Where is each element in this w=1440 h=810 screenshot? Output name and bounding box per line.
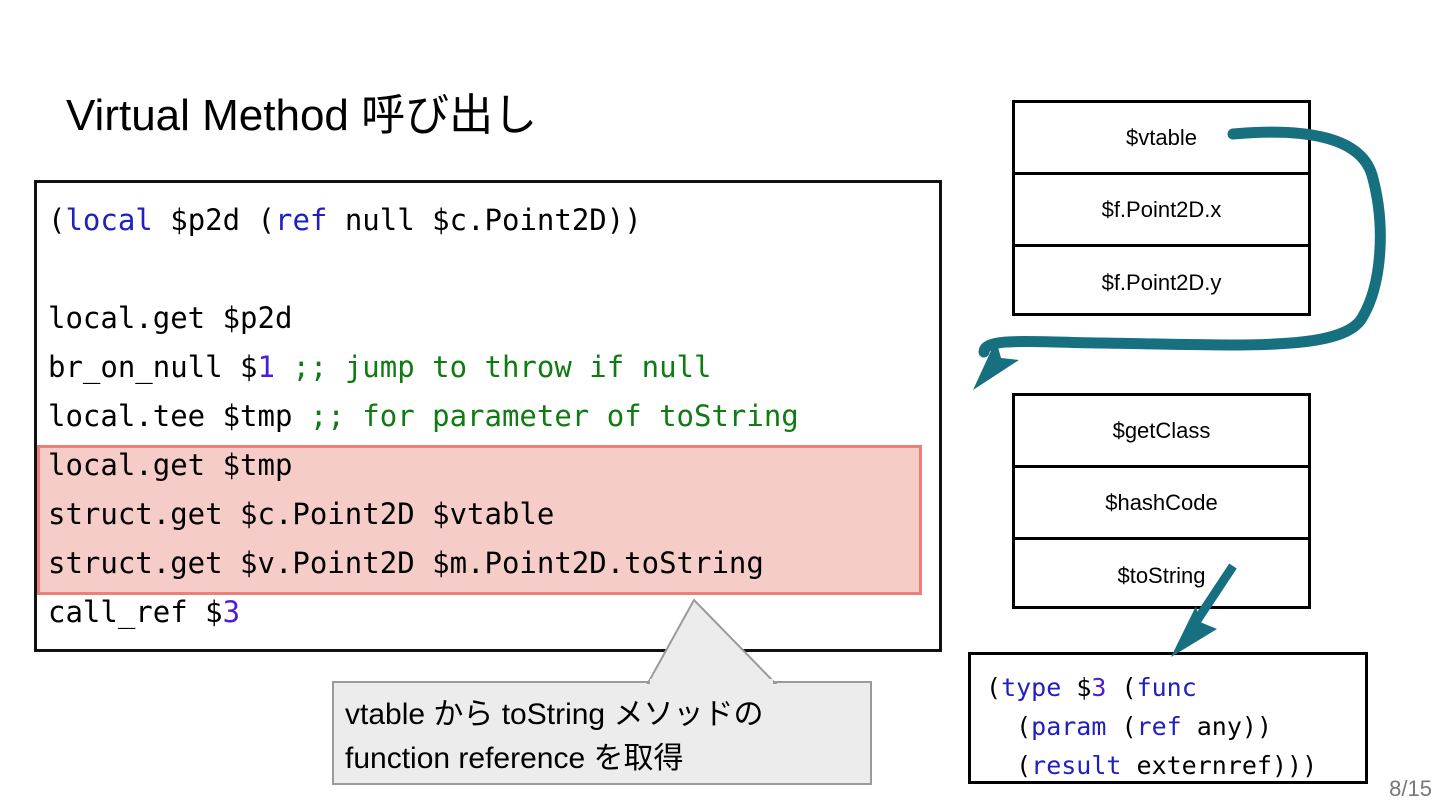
- page-number: 8/15: [1389, 776, 1432, 801]
- type-declaration-frame: [968, 652, 1368, 784]
- struct-row-object-layout-1: $f.Point2D.x: [1015, 175, 1308, 247]
- code-highlight-band: [37, 445, 922, 595]
- callout-text: vtable から toString メソッドの function refere…: [345, 698, 764, 775]
- struct-row-label: $getClass: [1112, 417, 1211, 443]
- struct-row-vtable-layout-2: $toString: [1015, 540, 1308, 612]
- struct-table-vtable-layout: $getClass $hashCode $toString: [1012, 393, 1311, 609]
- tostring-pointer-arrowhead: [1171, 606, 1217, 657]
- type-line-2: (result externref))): [986, 751, 1318, 780]
- code-line-5: local.get $tmp: [48, 448, 293, 482]
- code-line-2: local.get $p2d: [48, 301, 293, 335]
- code-listing: (local $p2d (ref null $c.Point2D)) local…: [48, 196, 938, 637]
- code-line-4: local.tee $tmp ;; for parameter of toStr…: [48, 399, 799, 433]
- type-line-0: (type $3 (func: [986, 673, 1197, 702]
- struct-row-label: $hashCode: [1105, 489, 1218, 515]
- struct-row-label: $f.Point2D.y: [1101, 270, 1222, 295]
- struct-row-vtable-layout-1: $hashCode: [1015, 468, 1308, 540]
- struct-row-label: $vtable: [1126, 124, 1197, 150]
- code-line-0: (local $p2d (ref null $c.Point2D)): [48, 203, 642, 237]
- struct-row-vtable-layout-0: $getClass: [1015, 396, 1308, 468]
- struct-row-object-layout-2: $f.Point2D.y: [1015, 247, 1308, 319]
- struct-row-object-layout-0: $vtable: [1015, 103, 1308, 175]
- struct-row-label: $toString: [1117, 563, 1206, 588]
- code-line-6: struct.get $c.Point2D $vtable: [48, 497, 555, 531]
- code-line-8: call_ref $3: [48, 595, 241, 629]
- code-line-7: struct.get $v.Point2D $m.Point2D.toStrin…: [48, 546, 764, 580]
- page-title: Virtual Method 呼び出し: [66, 91, 538, 140]
- struct-table-object-layout: $vtable $f.Point2D.x $f.Point2D.y: [1012, 100, 1311, 316]
- code-line-1: [48, 245, 938, 294]
- vtable-pointer-arrowhead: [973, 340, 1019, 390]
- type-declaration-listing: (type $3 (func (param (ref any)) (result…: [986, 668, 1317, 785]
- type-line-1: (param (ref any)): [986, 712, 1272, 741]
- struct-row-label: $f.Point2D.x: [1101, 196, 1222, 222]
- code-line-3: br_on_null $1 ;; jump to throw if null: [48, 350, 712, 384]
- callout-bubble: [332, 681, 872, 785]
